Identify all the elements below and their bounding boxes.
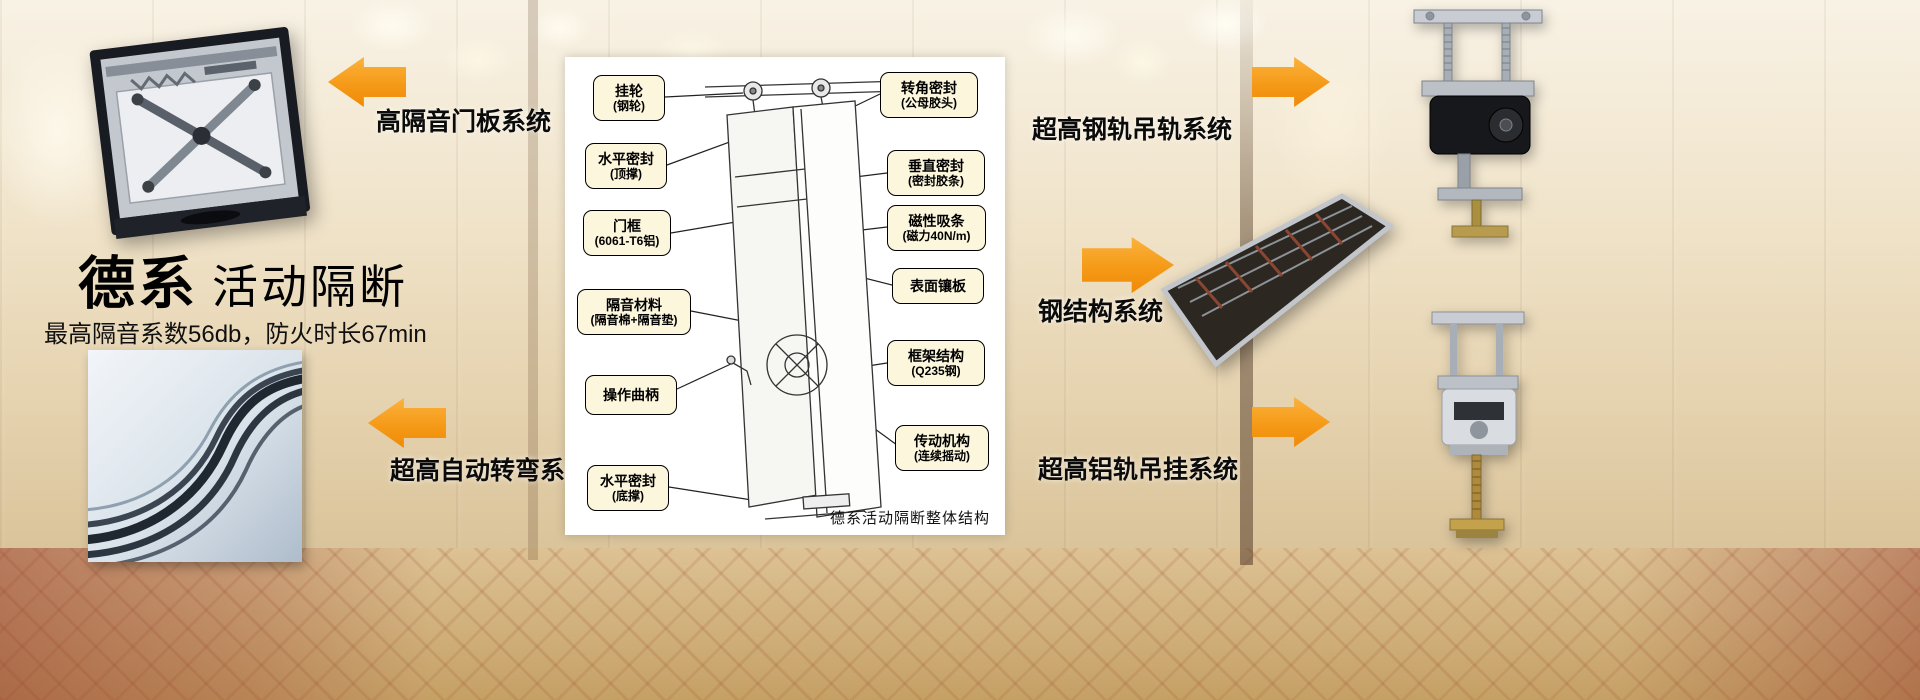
label-aluminum-rail-system: 超高铝轨吊挂系统 — [1038, 456, 1239, 484]
brand-name: 德系 — [78, 252, 198, 316]
diagram-caption: 德系活动隔断整体结构 — [829, 510, 990, 527]
photo-steel-rail-hanger — [1386, 4, 1574, 242]
callout-frame-structure: 框架结构 (Q235钢) — [887, 340, 985, 386]
label-steel-rail-system: 超高钢轨吊轨系统 — [1032, 116, 1233, 144]
carpet-floor — [0, 548, 1920, 700]
photo-aluminum-rail-hanger — [1392, 308, 1564, 562]
callout-door-frame: 门框 (6061-T6铝) — [583, 210, 671, 256]
callout-horizontal-seal-top: 水平密封 (顶撑) — [585, 143, 667, 189]
photo-door-panel-mechanism — [84, 12, 316, 252]
photo-steel-structure-frame — [1156, 186, 1398, 374]
brand-product: 活动隔断 — [212, 261, 408, 313]
callout-corner-seal: 转角密封 (公母胶头) — [880, 72, 978, 118]
wall-seam-shadow — [528, 0, 538, 560]
brand-tagline: 最高隔音系数56db，防火时长67min — [44, 321, 427, 348]
callout-surface-panel: 表面镶板 — [892, 268, 984, 304]
label-auto-turn-system: 超高自动转弯系统 — [390, 457, 591, 485]
brand-title: 德系 活动隔断 — [78, 238, 408, 320]
callout-sound-insulation-material: 隔音材料 (隔音棉+隔音垫) — [577, 289, 691, 335]
callout-hanger-wheel: 挂轮 (钢轮) — [593, 75, 665, 121]
callout-vertical-seal: 垂直密封 (密封胶条) — [887, 150, 985, 196]
partition-structure-drawing — [664, 78, 904, 520]
callout-transmission-mechanism: 传动机构 (连续摇动) — [895, 425, 989, 471]
callout-magnetic-strip: 磁性吸条 (磁力40N/m) — [887, 205, 986, 251]
label-steel-structure-system: 钢结构系统 — [1038, 298, 1164, 326]
callout-operating-crank: 操作曲柄 — [585, 375, 677, 415]
callout-horizontal-seal-bottom: 水平密封 (底撑) — [587, 465, 669, 511]
photo-curved-track — [88, 350, 302, 562]
label-door-panel-system: 高隔音门板系统 — [376, 108, 552, 136]
diagram-panel: 挂轮 (钢轮) 水平密封 (顶撑) 门框 (6061-T6铝) 隔音材料 (隔音… — [565, 57, 1005, 535]
